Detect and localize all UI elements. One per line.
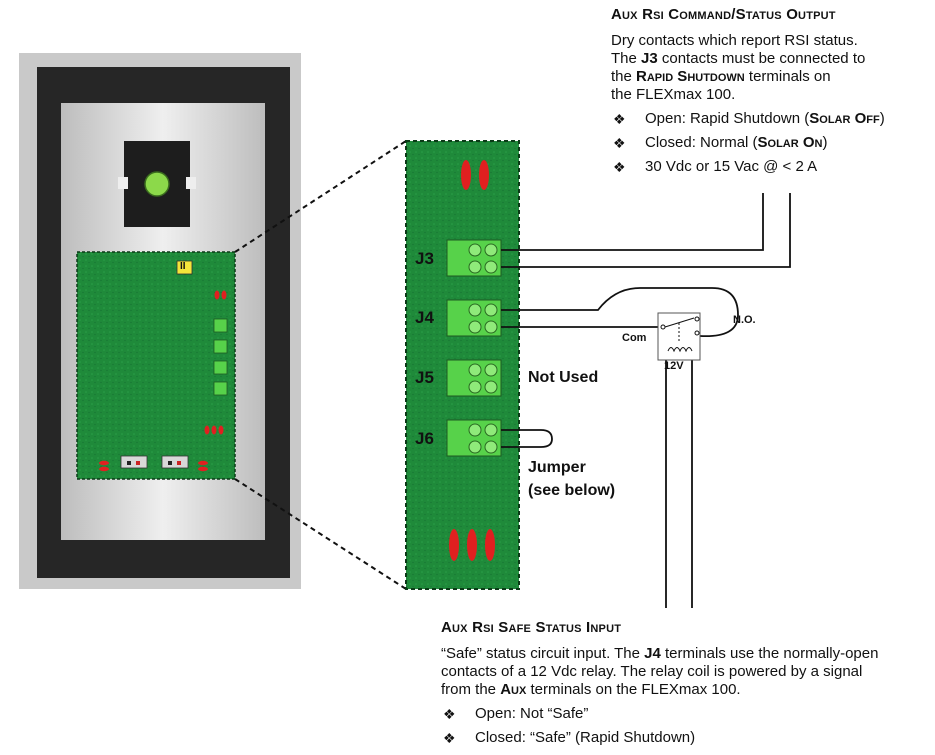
label-not-used: Not Used <box>528 369 599 386</box>
terminal-block-j4 <box>446 299 502 337</box>
callout-text-line: the FLEXmax 100. <box>611 86 736 103</box>
small-circuit-board <box>76 251 236 480</box>
label-j6: J6 <box>415 429 434 448</box>
j3-wire-upper <box>501 193 764 251</box>
label-jumper: Jumper <box>528 459 586 476</box>
relay <box>657 312 701 361</box>
j6-jumper <box>501 429 553 448</box>
diamond-bullet-icon: ❖ <box>443 706 456 722</box>
list-item: ❖Open: Not “Safe” <box>443 705 589 722</box>
rsi-safe-status-input-callout: Aux Rsi Safe Status Input “Safe” status … <box>441 619 931 753</box>
enclosure-knob <box>118 141 196 227</box>
label-relay-voltage: 12V <box>664 360 684 372</box>
enclosure <box>19 53 301 589</box>
terminal-block-j6 <box>446 419 502 457</box>
diamond-bullet-icon: ❖ <box>613 159 626 175</box>
knob-indicator-icon <box>144 171 170 197</box>
label-j5: J5 <box>415 368 434 387</box>
board-tag-label: II <box>180 261 186 272</box>
diamond-bullet-icon: ❖ <box>613 111 626 127</box>
callout-bullet-list: ❖Open: Not “Safe” ❖Closed: “Safe” (Rapid… <box>441 705 931 747</box>
label-j3: J3 <box>415 249 434 268</box>
label-j4: J4 <box>415 308 434 327</box>
callout-text-line: the Rapid Shutdown terminals on <box>611 68 831 85</box>
terminal-block-j3 <box>446 239 502 277</box>
callout-heading: Aux Rsi Safe Status Input <box>441 619 622 636</box>
terminal-block-j5 <box>446 359 502 397</box>
small-board-connectors <box>120 455 189 469</box>
diamond-bullet-icon: ❖ <box>443 730 456 746</box>
label-jumper-note: (see below) <box>528 482 616 499</box>
enlarged-board-leds <box>449 160 495 561</box>
j4-wire-no <box>501 287 739 338</box>
board-tag-box <box>176 260 193 275</box>
zoom-lines <box>234 140 407 590</box>
callout-bullet-list: ❖Open: Rapid Shutdown (Solar Off) ❖Close… <box>611 110 931 176</box>
callout-text-line: contacts of a 12 Vdc relay. The relay co… <box>441 663 863 680</box>
callout-heading: Aux Rsi Command/Status Output <box>611 6 836 23</box>
small-board-terminals <box>213 318 228 396</box>
j3-wire-lower <box>501 193 791 268</box>
diamond-bullet-icon: ❖ <box>613 135 626 151</box>
label-com-contact: Com <box>622 332 647 344</box>
callout-text-line: The J3 contacts must be connected to <box>611 50 866 67</box>
list-item: ❖Closed: Normal (Solar On) <box>613 134 828 151</box>
list-item: ❖Open: Rapid Shutdown (Solar Off) <box>613 110 885 127</box>
callout-text-line: Dry contacts which report RSI status. <box>611 32 858 49</box>
relay-coil-icon <box>667 347 693 353</box>
callout-text-line: from the Aux terminals on the FLEXmax 10… <box>441 681 741 698</box>
list-item: ❖30 Vdc or 15 Vac @ < 2 A <box>613 158 818 175</box>
rsi-command-status-output-callout: Aux Rsi Command/Status Output Dry contac… <box>611 6 931 182</box>
list-item: ❖Closed: “Safe” (Rapid Shutdown) <box>443 729 696 746</box>
wires <box>501 193 791 608</box>
callout-text-line: “Safe” status circuit input. The J4 term… <box>441 645 879 662</box>
label-no-contact: N.O. <box>733 314 756 326</box>
small-board-leds <box>99 290 227 472</box>
